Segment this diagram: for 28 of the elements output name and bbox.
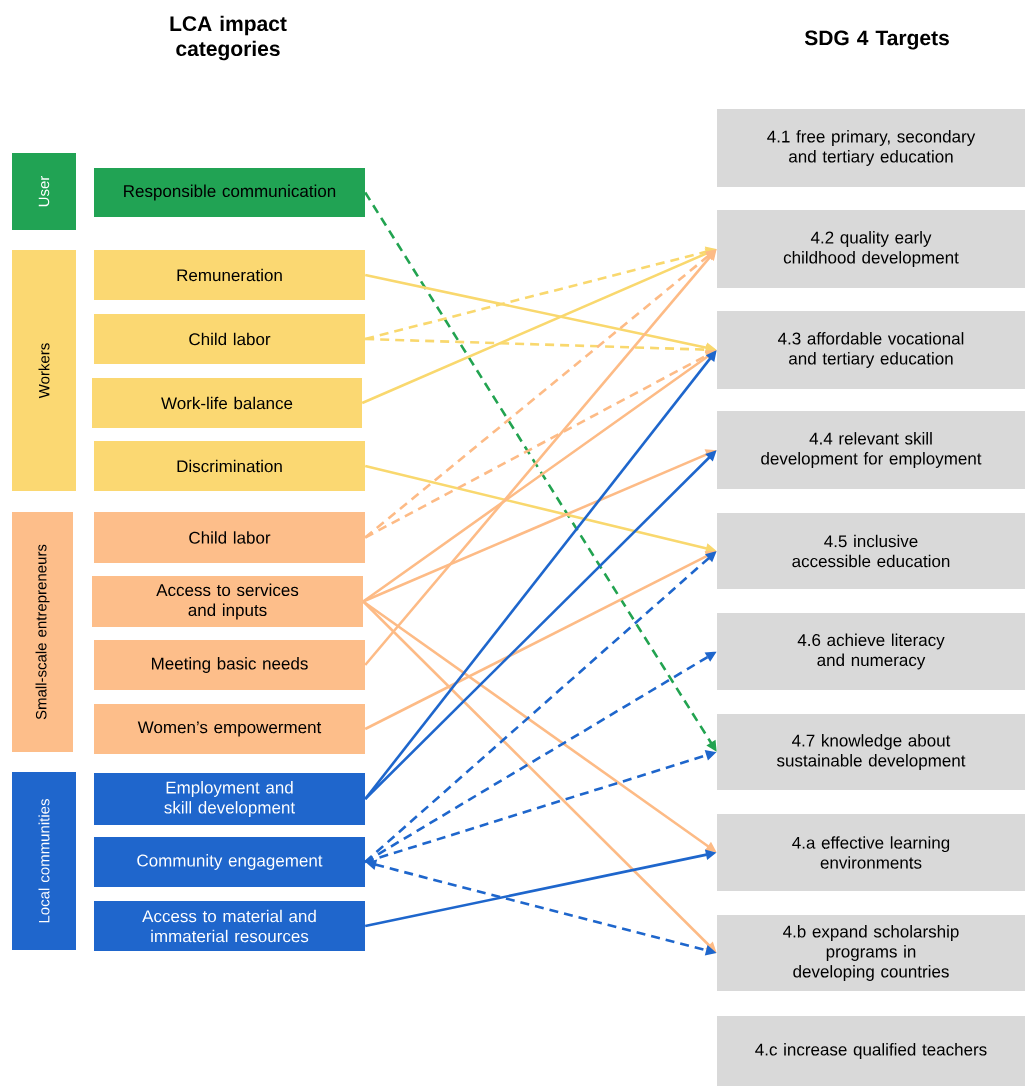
category-box: Employment and skill development — [94, 773, 365, 825]
target-box: 4.c increase qualified teachers — [717, 1016, 1025, 1086]
target-box: 4.6 achieve literacy and numeracy — [717, 613, 1025, 690]
column-heading: LCA impact categories — [170, 15, 287, 61]
category-box: Women’s empowerment — [94, 704, 365, 754]
category-box: Responsible communication — [94, 168, 365, 217]
category-box: Community engagement — [94, 837, 365, 887]
target-box: 4.3 affordable vocational and tertiary education — [717, 311, 1025, 389]
category-box: Work-life balance — [92, 378, 362, 428]
category-box: Child labor — [94, 314, 365, 364]
target-box: 4.b expand scholarship programs in developing countries — [717, 915, 1025, 991]
target-box: 4.5 inclusive accessible education — [717, 513, 1025, 589]
group-band: Small-scale entrepreneurs — [12, 512, 73, 752]
category-box: Discrimination — [94, 441, 365, 491]
category-box: Access to services and inputs — [92, 576, 363, 627]
target-box: 4.1 free primary, secondary and tertiary education — [717, 109, 1025, 187]
group-band: Local communities — [12, 772, 76, 950]
category-box: Remuneration — [94, 250, 365, 300]
category-box: Meeting basic needs — [94, 640, 365, 690]
group-band: Workers — [12, 250, 76, 491]
target-box: 4.4 relevant skill development for employment — [717, 411, 1025, 489]
target-box: 4.a effective learning environments — [717, 814, 1025, 891]
group-band: User — [12, 153, 76, 230]
column-heading: SDG 4 Targets — [804, 30, 949, 50]
target-box: 4.7 knowledge about sustainable development — [717, 714, 1025, 790]
category-box: Access to material and immaterial resources — [94, 901, 365, 951]
target-box: 4.2 quality early childhood development — [717, 210, 1025, 288]
category-box: Child labor — [94, 512, 365, 563]
